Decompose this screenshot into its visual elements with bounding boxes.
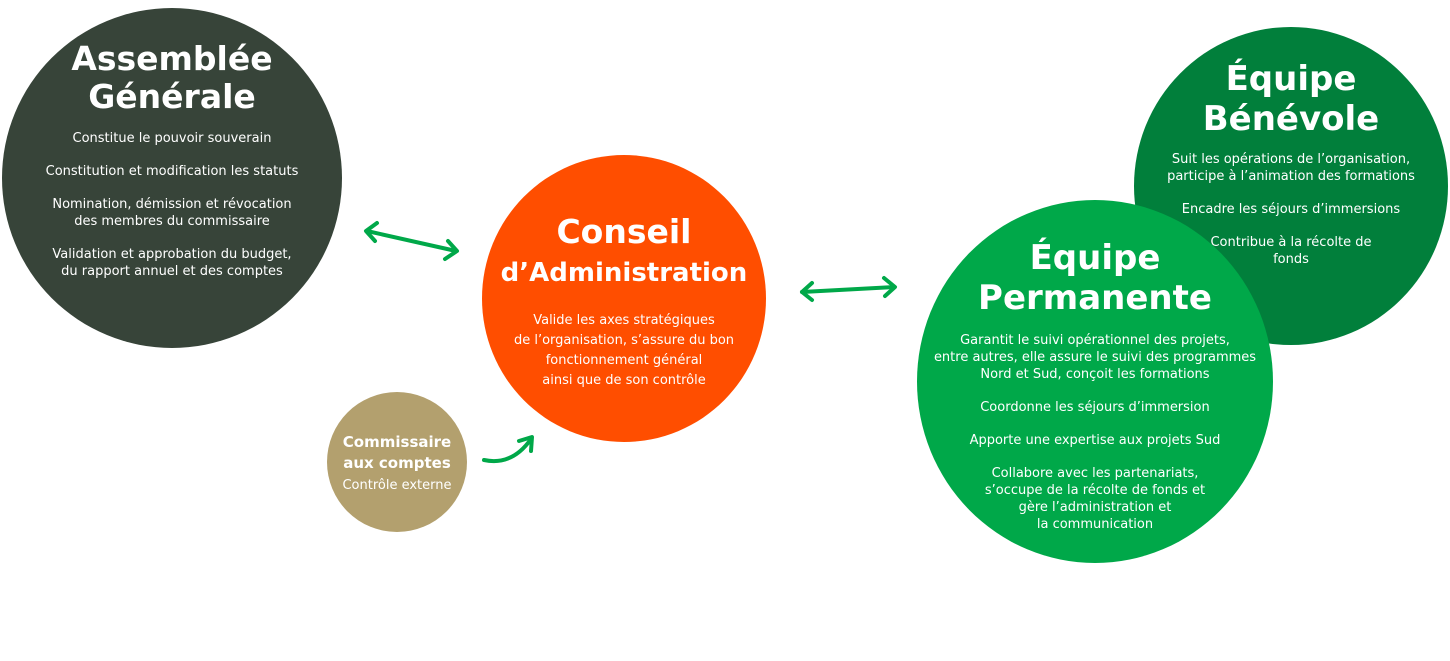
assemblee-generale-items: Constitue le pouvoir souverain Constitut… [46, 130, 299, 280]
assemblee-generale-title-line1: Assemblée [71, 39, 273, 78]
equipe-permanente-title-line1: Équipe [1029, 238, 1161, 278]
assemblee-generale-item: Nomination, démission et révocation des … [52, 196, 292, 229]
equipe-permanente-item: Apporte une expertise aux projets Sud [969, 433, 1221, 448]
conseil-administration-title-line1: Conseil [556, 212, 692, 251]
commissaire-aux-comptes-title: Commissaire aux comptes [343, 432, 451, 474]
equipe-permanente-items: Garantit le suivi opérationnel des proje… [934, 332, 1256, 533]
commissaire-aux-comptes-subtitle: Contrôle externe [342, 478, 452, 493]
equipe-benevole-title-line1: Équipe [1225, 59, 1357, 99]
arrow-conseil-equipes [800, 276, 897, 302]
assemblee-generale-item: Constitue le pouvoir souverain [72, 130, 272, 146]
assemblee-generale-item: Constitution et modification les statuts [45, 163, 299, 179]
commissaire-aux-comptes-title-line2: aux comptes [343, 454, 451, 472]
conseil-administration-title-line2: d’Administration [500, 257, 748, 288]
arrow-assemblee-conseil [364, 221, 459, 261]
equipe-benevole-item: Contribue à la récolte de fonds [1210, 235, 1372, 267]
equipe-benevole-title-line2: Bénévole [1202, 99, 1380, 139]
assemblee-generale-title-line2: Générale [88, 76, 256, 116]
equipe-benevole-title: Équipe Bénévole [1203, 59, 1379, 139]
commissaire-aux-comptes-title-line1: Commissaire [342, 433, 452, 451]
assemblee-generale-item: Validation et approbation du budget, du … [52, 246, 292, 279]
equipe-benevole-item: Suit les opérations de l’organisation, p… [1167, 152, 1415, 184]
conseil-administration-description: Valide les axes stratégiques de l’organi… [513, 312, 735, 388]
commissaire-aux-comptes-node: Commissaire aux comptes Contrôle externe [327, 392, 467, 532]
assemblee-generale-title: Assemblée Générale [71, 40, 272, 116]
assemblee-generale-node: Assemblée Générale Constitue le pouvoir … [2, 8, 342, 348]
equipe-permanente-item: Coordonne les séjours d’immersion [980, 400, 1210, 415]
arrow-commissaire-conseil [482, 435, 534, 463]
equipe-permanente-title-line2: Permanente [978, 278, 1212, 318]
equipe-permanente-node: Équipe Permanente Garantit le suivi opér… [917, 200, 1273, 563]
equipe-permanente-item: Garantit le suivi opérationnel des proje… [933, 333, 1257, 382]
conseil-administration-title: Conseil d’Administration [501, 213, 748, 289]
equipe-permanente-item: Collabore avec les partenariats, s’occup… [984, 466, 1206, 532]
equipe-benevole-items: Suit les opérations de l’organisation, p… [1167, 151, 1415, 268]
conseil-administration-node: Conseil d’Administration Valide les axes… [482, 155, 766, 442]
equipe-benevole-item: Encadre les séjours d’immersions [1181, 202, 1401, 217]
equipe-permanente-title: Équipe Permanente [978, 238, 1212, 318]
